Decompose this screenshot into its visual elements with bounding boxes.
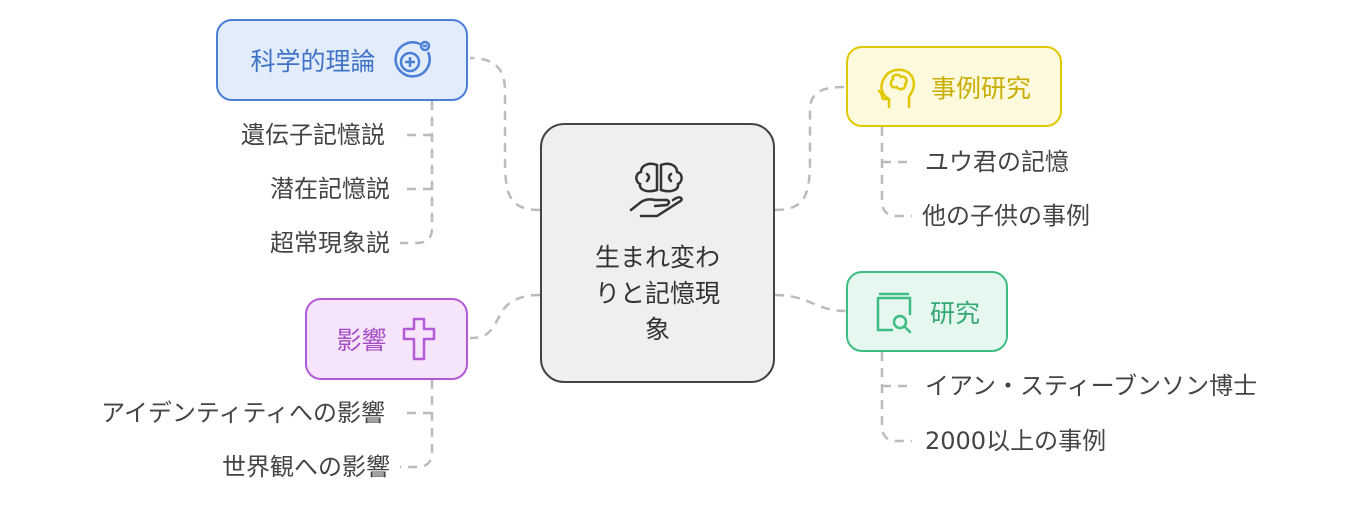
- atom-icon: [393, 40, 431, 78]
- branch-label: 科学的理論: [250, 47, 376, 76]
- leaf-latent-memory: 潜在記憶説: [270, 175, 390, 203]
- leaf-yu-memory: ユウ君の記憶: [925, 148, 1069, 176]
- branch-label: 影響: [336, 326, 387, 355]
- central-title-line: りと記憶現: [594, 279, 720, 308]
- leaf-paranormal: 超常現象説: [270, 229, 390, 257]
- book-search-icon: [876, 292, 912, 333]
- branch-label: 研究: [929, 298, 980, 328]
- cross-icon: [402, 317, 435, 361]
- leaf-2000-cases: 2000以上の事例: [925, 427, 1107, 455]
- brain-hand-icon: [629, 162, 683, 218]
- central-title-line: 生まれ変わ: [594, 243, 720, 272]
- branch-case-studies[interactable]: 事例研究: [846, 46, 1062, 127]
- branch-scientific-theory[interactable]: 科学的理論: [216, 19, 468, 101]
- branch-impact[interactable]: 影響: [305, 298, 468, 380]
- central-node[interactable]: 生まれ変わ りと記憶現 象: [540, 123, 775, 383]
- central-title-line: 象: [644, 315, 670, 344]
- head-brain-icon: [877, 68, 916, 108]
- branch-research[interactable]: 研究: [846, 271, 1008, 352]
- leaf-genetic-memory: 遺伝子記憶説: [241, 121, 385, 149]
- leaf-worldview-impact: 世界観への影響: [222, 453, 390, 481]
- leaf-other-children: 他の子供の事例: [922, 202, 1090, 230]
- leaf-identity-impact: アイデンティティへの影響: [101, 399, 385, 427]
- branch-label: 事例研究: [930, 73, 1031, 103]
- leaf-ian-stevenson: イアン・スティーブンソン博士: [925, 372, 1258, 400]
